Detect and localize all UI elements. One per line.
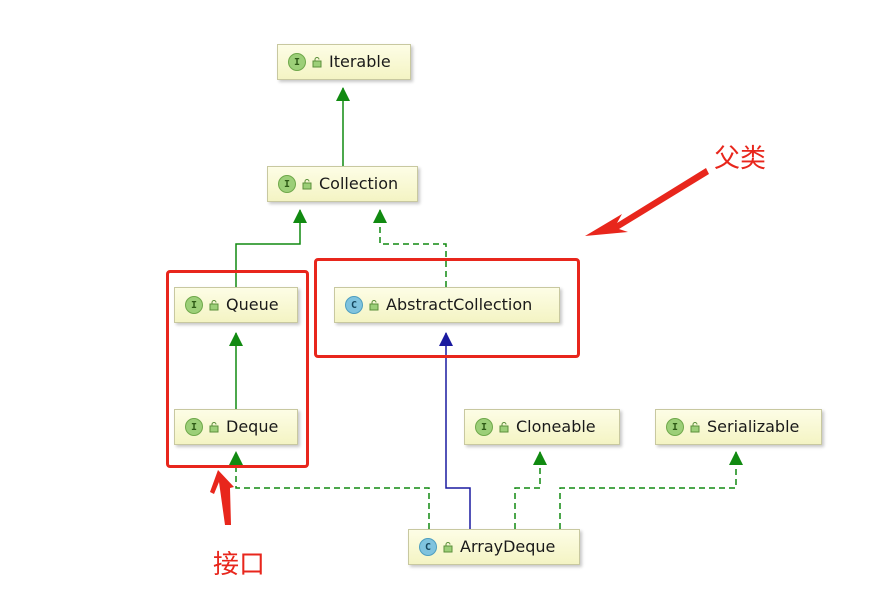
annotation-parent-class: 父类 xyxy=(714,144,767,174)
arrowhead-abstractcollection xyxy=(439,332,453,346)
interface-highlight-frame xyxy=(166,270,309,468)
node-collection[interactable]: I Collection xyxy=(267,166,418,202)
annotation-arrow-interface xyxy=(210,470,234,525)
lock-icon xyxy=(369,300,379,311)
interface-badge-icon: I xyxy=(288,53,306,71)
node-label: ArrayDeque xyxy=(460,537,556,556)
node-label: Iterable xyxy=(329,52,391,71)
node-cloneable[interactable]: I Cloneable xyxy=(464,409,620,445)
arrowhead-queue xyxy=(229,332,243,346)
node-label: Serializable xyxy=(707,417,800,436)
node-queue[interactable]: I Queue xyxy=(174,287,298,323)
edge-arraydeque-abstractcollection xyxy=(445,333,471,529)
lock-icon xyxy=(443,542,453,553)
arrowhead-collection-from-abstract xyxy=(373,209,387,223)
node-label: Queue xyxy=(226,295,279,314)
arrowhead-serializable xyxy=(729,451,743,465)
edge-queue-collection xyxy=(235,210,301,287)
interface-badge-icon: I xyxy=(278,175,296,193)
node-label: Cloneable xyxy=(516,417,596,436)
node-array-deque[interactable]: C ArrayDeque xyxy=(408,529,580,565)
parent-class-highlight-frame xyxy=(314,258,580,358)
node-abstract-collection[interactable]: C AbstractCollection xyxy=(334,287,560,323)
lock-icon xyxy=(302,179,312,190)
lock-icon xyxy=(312,57,322,68)
annotation-interface: 接口 xyxy=(213,550,266,580)
arrowhead-cloneable xyxy=(533,451,547,465)
lock-icon xyxy=(690,422,700,433)
interface-badge-icon: I xyxy=(185,296,203,314)
class-badge-icon: C xyxy=(419,538,437,556)
node-iterable[interactable]: I Iterable xyxy=(277,44,411,80)
arrowhead-collection-from-queue xyxy=(293,209,307,223)
node-label: Collection xyxy=(319,174,399,193)
arrowhead-iterable xyxy=(336,87,350,101)
interface-badge-icon: I xyxy=(475,418,493,436)
node-deque[interactable]: I Deque xyxy=(174,409,298,445)
node-serializable[interactable]: I Serializable xyxy=(655,409,822,445)
edge-arraydeque-serializable xyxy=(559,452,737,529)
node-label: Deque xyxy=(226,417,279,436)
edge-abstractcollection-collection xyxy=(379,210,447,287)
lock-icon xyxy=(209,422,219,433)
arrowhead-deque xyxy=(229,451,243,465)
class-badge-icon: C xyxy=(345,296,363,314)
edge-arraydeque-cloneable xyxy=(514,452,541,529)
edge-arraydeque-deque xyxy=(235,452,430,529)
lock-icon xyxy=(499,422,509,433)
node-label: AbstractCollection xyxy=(386,295,533,314)
interface-badge-icon: I xyxy=(666,418,684,436)
annotation-arrow-parent xyxy=(585,168,709,236)
lock-icon xyxy=(209,300,219,311)
interface-badge-icon: I xyxy=(185,418,203,436)
